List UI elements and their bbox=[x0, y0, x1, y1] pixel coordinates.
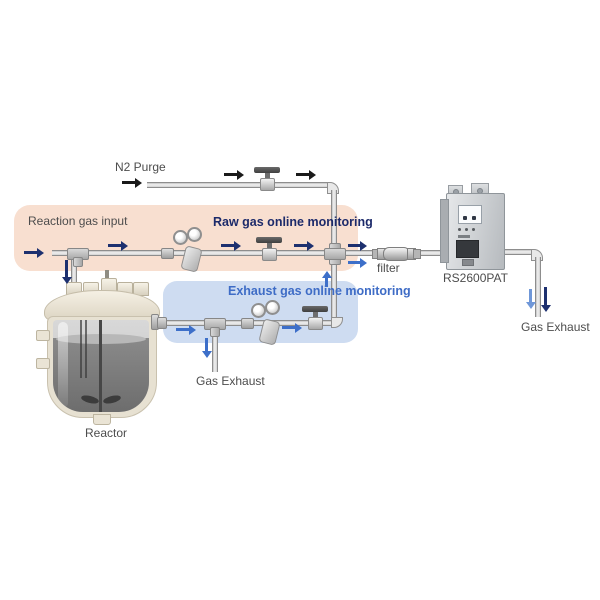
valve-handle-icon bbox=[254, 167, 280, 173]
flow-arrow-right-icon bbox=[221, 244, 234, 247]
valve-stem bbox=[312, 312, 318, 317]
flow-arrow-right-icon bbox=[122, 181, 135, 184]
analyzer-display bbox=[458, 205, 482, 224]
stirrer-impeller bbox=[81, 394, 121, 406]
reactor-label: Reactor bbox=[85, 426, 128, 440]
reactor-outlet-nut bbox=[157, 317, 167, 329]
reactor-glass-body bbox=[53, 320, 149, 412]
n2-purge-label: N2 Purge bbox=[115, 160, 166, 174]
gas-analyzer bbox=[440, 183, 506, 283]
analyzer-connector bbox=[462, 259, 474, 266]
flow-arrow-down-icon bbox=[529, 289, 532, 302]
outlet-drop-pipe bbox=[535, 257, 541, 317]
reactor-feed-pipe bbox=[71, 256, 77, 284]
pressure-gauge-icon bbox=[173, 230, 188, 245]
raw-gas-valve bbox=[256, 237, 282, 261]
valve-body bbox=[307, 317, 323, 330]
pressure-gauge-icon bbox=[265, 300, 280, 315]
flow-arrow-right-icon bbox=[108, 244, 121, 247]
gas-exhaust-bottom-label: Gas Exhaust bbox=[196, 374, 265, 388]
reactor-side-port bbox=[36, 330, 50, 341]
inline-filter bbox=[372, 247, 421, 261]
exhaust-gas-monitoring-label: Exhaust gas online monitoring bbox=[228, 284, 411, 298]
flow-arrow-right-icon bbox=[24, 251, 37, 254]
flow-arrow-right-icon bbox=[294, 244, 307, 247]
pressure-gauge-icon bbox=[187, 227, 202, 242]
flow-arrow-right-icon bbox=[224, 173, 237, 176]
valve-handle-icon bbox=[256, 237, 282, 243]
thermowell bbox=[85, 320, 87, 378]
analyzer-model-label: RS2600PAT bbox=[443, 271, 508, 285]
flow-arrow-right-icon bbox=[282, 326, 295, 329]
raw-gas-monitoring-label: Raw gas online monitoring bbox=[213, 215, 373, 229]
valve-body bbox=[259, 178, 275, 191]
valve-stem bbox=[266, 243, 272, 248]
flow-arrow-right-icon bbox=[296, 173, 309, 176]
n2-purge-pipe bbox=[147, 182, 327, 188]
valve-body bbox=[261, 248, 277, 261]
analyzer-indicator bbox=[465, 228, 468, 231]
n2-purge-valve bbox=[254, 167, 280, 191]
analyzer-label-strip bbox=[458, 235, 470, 238]
reactor-side-port bbox=[36, 358, 50, 369]
flow-arrow-down-icon bbox=[65, 260, 68, 277]
raw-gas-pipe bbox=[52, 250, 446, 256]
thermowell bbox=[80, 320, 82, 378]
reaction-gas-input-label: Reaction gas input bbox=[28, 214, 128, 228]
pressure-gauge-icon bbox=[251, 303, 266, 318]
analyzer-vent-port bbox=[456, 240, 479, 258]
gas-exhaust-right-label: Gas Exhaust bbox=[521, 320, 590, 334]
valve-handle-icon bbox=[302, 306, 328, 312]
analyzer-indicator bbox=[472, 228, 475, 231]
flow-arrow-down-icon bbox=[544, 287, 547, 305]
stirrer-shaft bbox=[99, 320, 102, 412]
flow-arrow-right-icon bbox=[348, 244, 360, 247]
analyzer-side-panel bbox=[440, 199, 449, 263]
valve-stem bbox=[264, 173, 270, 178]
exhaust-union-fitting bbox=[241, 318, 254, 329]
analyzer-outlet-pipe bbox=[503, 249, 532, 255]
reactor-bottom-outlet bbox=[93, 414, 111, 425]
raw-union-fitting bbox=[161, 248, 174, 259]
flow-arrow-down-icon bbox=[205, 338, 208, 351]
flow-arrow-right-icon bbox=[176, 328, 189, 331]
exhaust-drop-pipe bbox=[212, 330, 218, 372]
reactor-vessel bbox=[36, 270, 160, 425]
exhaust-valve bbox=[302, 306, 328, 330]
filter-label: filter bbox=[377, 261, 400, 275]
glass-highlight bbox=[58, 322, 68, 408]
analyzer-indicator bbox=[458, 228, 461, 231]
flow-arrow-up-icon bbox=[325, 278, 328, 287]
flow-arrow-right-icon bbox=[348, 261, 360, 264]
